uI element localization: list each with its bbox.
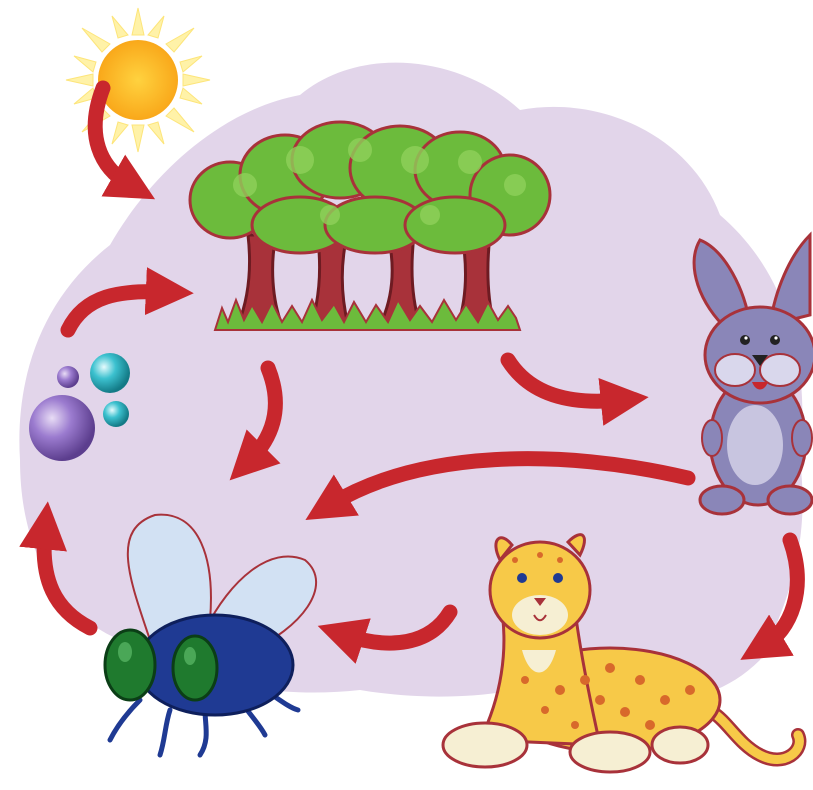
sun-icon [66, 8, 210, 152]
